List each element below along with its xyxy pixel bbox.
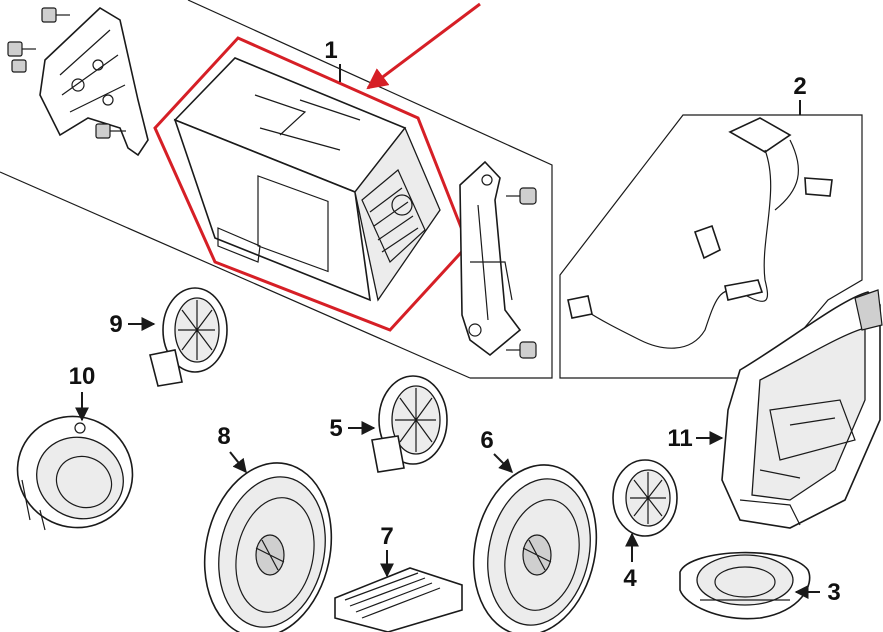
callout-8: 8 [217, 423, 247, 474]
radio-head-unit [173, 57, 441, 302]
callout-6: 6 [480, 427, 513, 473]
subwoofer-enclosure [721, 289, 883, 529]
callout-7: 7 [380, 523, 394, 578]
callout-label: 3 [827, 579, 840, 606]
side-bracket [459, 160, 522, 357]
callout-label: 2 [793, 73, 806, 100]
amplifier-module [334, 567, 463, 632]
callout-label: 11 [667, 425, 692, 452]
callout-2: 2 [793, 73, 807, 115]
callout-label: 10 [69, 363, 96, 390]
tweeter [612, 459, 678, 537]
antenna-cable-assembly [559, 114, 863, 379]
callout-10: 10 [69, 363, 96, 422]
callout-5: 5 [329, 415, 376, 442]
mounting-bracket-left [39, 7, 149, 157]
tweeter [371, 375, 448, 473]
callout-label: 4 [623, 565, 637, 592]
connector-block [361, 169, 426, 264]
bolt-icon [7, 7, 126, 139]
callout-label: 1 [324, 37, 337, 64]
callout-label: 8 [217, 423, 230, 450]
center-speaker [16, 415, 134, 531]
callout-11: 11 [667, 425, 724, 452]
door-speaker [203, 462, 333, 632]
callout-label: 9 [109, 311, 122, 338]
callout-label: 6 [480, 427, 493, 454]
door-speaker [472, 464, 598, 632]
callout-4: 4 [623, 532, 639, 592]
callout-9: 9 [109, 311, 156, 338]
callout-1: 1 [324, 37, 341, 82]
callout-3: 3 [794, 579, 841, 606]
bolt-icon [506, 187, 537, 359]
callout-label: 7 [380, 523, 393, 550]
tweeter [149, 287, 228, 387]
callout-label: 5 [329, 415, 342, 442]
small-speaker [679, 551, 811, 620]
